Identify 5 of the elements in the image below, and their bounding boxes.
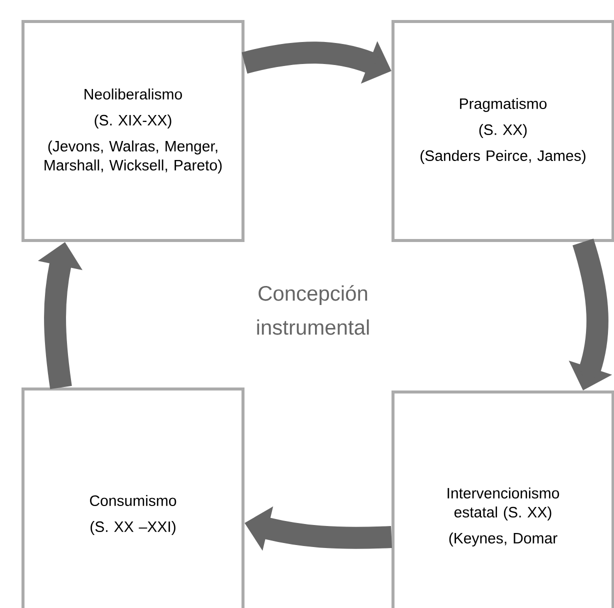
concept-box: Intervencionismo estatal (S. XX) (Keynes, Domar [392, 390, 614, 608]
center-label: Concepción instrumental [257, 285, 369, 335]
concept-box: Pragmatismo (S. XX) (Sanders Peirce, James) [392, 20, 614, 242]
concept-box: Neoliberalismo (S. XIX-XX) (Jevons, Walras, Menger, Marshall, Wicksell, Pareto) [22, 20, 244, 242]
concept-box: Consumismo (S. XX –XXI) [22, 388, 244, 608]
